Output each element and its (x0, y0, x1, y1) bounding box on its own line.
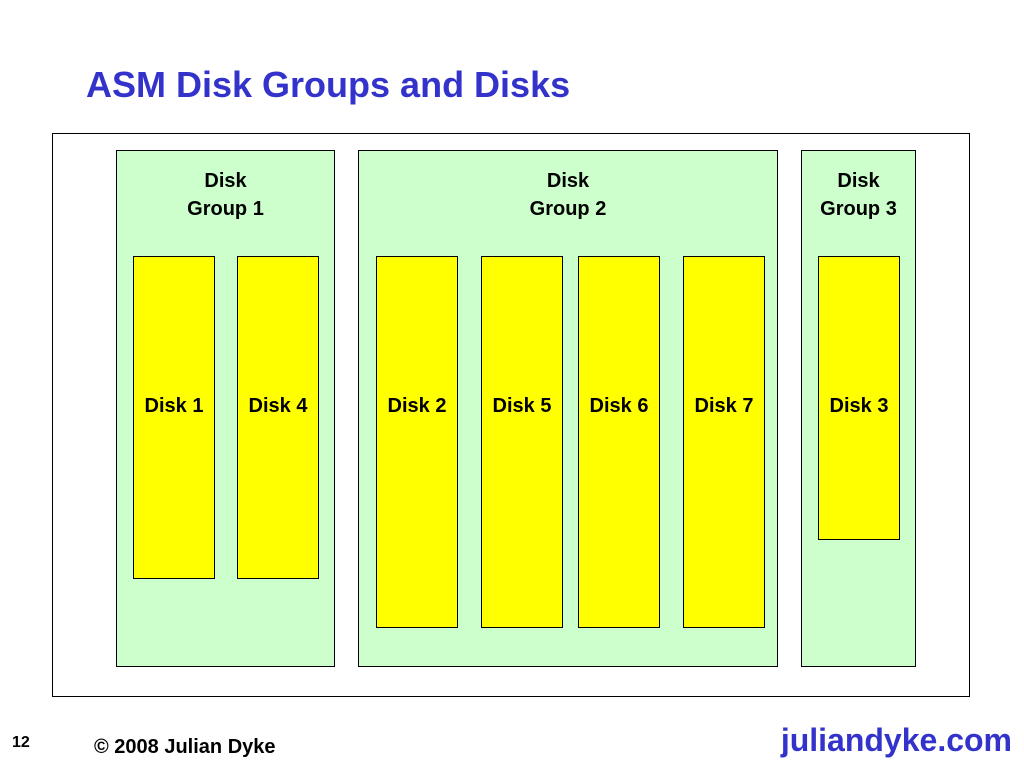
disk-group-2: Disk Group 2 Disk 2 Disk 5 Disk 6 Disk 7 (358, 150, 778, 667)
disk-group-2-label-line1: Disk (546, 170, 590, 192)
disk-group-1-label: Disk Group 1 (117, 167, 334, 223)
slide-title: ASM Disk Groups and Disks (86, 64, 571, 105)
disk-4-label: Disk 4 (248, 395, 308, 417)
disk-3: Disk 3 (818, 256, 900, 540)
disk-group-1: Disk Group 1 Disk 1 Disk 4 (116, 150, 335, 667)
disk-7-label: Disk 7 (694, 395, 754, 417)
disk-3-label: Disk 3 (829, 395, 889, 417)
disk-4: Disk 4 (237, 256, 319, 579)
disk-group-3-label: Disk Group 3 (802, 167, 915, 223)
disk-group-1-label-line2: Group 1 (187, 198, 264, 220)
disk-group-3-label-line2: Group 3 (820, 198, 897, 220)
disk-1: Disk 1 (133, 256, 215, 579)
disk-6-label: Disk 6 (589, 395, 649, 417)
disk-5: Disk 5 (481, 256, 563, 628)
disk-group-3-label-line1: Disk (837, 170, 880, 192)
disk-6: Disk 6 (578, 256, 660, 628)
disk-2-label: Disk 2 (387, 395, 447, 417)
disk-group-1-label-line1: Disk (204, 170, 247, 192)
copyright-text: © 2008 Julian Dyke (94, 736, 276, 758)
diagram-frame: Disk Group 1 Disk 1 Disk 4 Disk Group 2 … (52, 133, 970, 697)
disk-1-label: Disk 1 (144, 395, 204, 417)
slide-number: 12 (12, 734, 30, 751)
disk-2: Disk 2 (376, 256, 458, 628)
disk-group-3: Disk Group 3 Disk 3 (801, 150, 916, 667)
disk-7: Disk 7 (683, 256, 765, 628)
disk-group-2-label-line2: Group 2 (529, 198, 607, 220)
disk-group-2-label: Disk Group 2 (359, 167, 777, 223)
disk-5-label: Disk 5 (492, 395, 552, 417)
site-link[interactable]: juliandyke.com (780, 722, 1012, 758)
